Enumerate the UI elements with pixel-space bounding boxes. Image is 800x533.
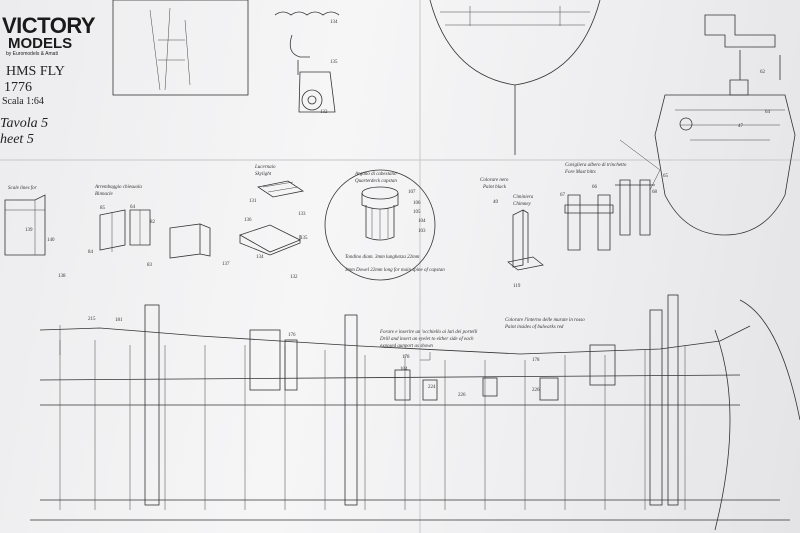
part-number: 226: [532, 388, 540, 393]
part-number: 139: [25, 228, 33, 233]
part-number: 40: [493, 200, 498, 205]
capstan-en-label: Quarterdeck capstan: [355, 179, 397, 184]
tondino-label: Tondino diam. 3mm lunghezza 22mm: [345, 255, 420, 260]
ship-year: 1776: [4, 80, 32, 95]
part-number: 47: [738, 124, 743, 129]
dowel-label: 3mm Dowel 22mm long for main spine of ca…: [345, 268, 445, 273]
brand-byline: by Euromodels & Amati: [6, 51, 58, 57]
lucernaio-label: Lucernaio: [255, 165, 276, 170]
cavigliera-label: Cavigliera albero di trinchetto: [565, 163, 627, 168]
part-number: 134: [256, 255, 264, 260]
gunport-label: exposed gunport as shown: [380, 344, 433, 349]
part-number: 178: [402, 355, 410, 360]
arrembaggio-label: Arrembaggio chiesuola: [95, 185, 142, 190]
part-number: 215: [88, 317, 96, 322]
ciminiera-label: Ciminiera: [513, 195, 534, 200]
sheet-label: heet 5: [0, 132, 34, 147]
part-number: 65: [663, 174, 668, 179]
ship-name: HMS FLY: [6, 64, 65, 79]
part-number: 107: [408, 190, 416, 195]
paint-red-label: Paint insides of bulwarks red: [505, 325, 564, 330]
part-number: 132: [290, 275, 298, 280]
drill-label: Drill and insert an eyelet to either sid…: [380, 337, 474, 342]
part-number: 67: [560, 193, 565, 198]
part-number: 132: [320, 110, 328, 115]
part-number: 62: [760, 70, 765, 75]
forare-label: Forare e inserire un 'occhiello ai lati …: [380, 330, 478, 335]
part-number: 176: [288, 333, 296, 338]
part-number: 136: [244, 218, 252, 223]
part-number: 105: [413, 210, 421, 215]
binnacle-label: Binnacle: [95, 192, 113, 197]
part-number: 84: [88, 250, 93, 255]
part-number: 83: [147, 263, 152, 268]
part-number: 181: [115, 318, 123, 323]
part-number: 82: [150, 220, 155, 225]
scale-note-label: Scale lines for: [8, 186, 37, 191]
capstan-it-label: Argano di cabestano: [355, 172, 397, 177]
part-number: 103: [418, 229, 426, 234]
tavola-label: Tavola 5: [0, 116, 49, 131]
part-number: 64: [765, 110, 770, 115]
fore-mast-bitts-label: Fore Mast bitts: [565, 170, 596, 175]
part-number: 106: [413, 201, 421, 206]
part-number: 134: [330, 20, 338, 25]
colorare-rosso-label: Colorare l'interno delle murate in rosso: [505, 318, 585, 323]
brand-subtitle: MODELS: [8, 35, 73, 52]
part-number: 68: [652, 190, 657, 195]
part-number: 133: [298, 212, 306, 217]
skylight-label: Skylight: [255, 172, 272, 177]
part-number: 135: [330, 60, 338, 65]
part-number: 138: [58, 274, 66, 279]
part-number: 119: [513, 284, 521, 289]
paint-black-label: Paint black: [483, 185, 506, 190]
part-number: 178: [532, 358, 540, 363]
brand-name: VICTORY: [2, 13, 96, 38]
colorare-nero-label: Colorare nero: [480, 178, 509, 183]
part-number: 226: [458, 393, 466, 398]
part-number: 140: [47, 238, 55, 243]
part-number: 104: [400, 367, 408, 372]
chimney-label: Chimney: [513, 202, 531, 207]
part-number: 137: [222, 262, 230, 267]
part-number: 85: [100, 206, 105, 211]
part-number: 104: [418, 219, 426, 224]
part-number: 64: [130, 205, 135, 210]
part-number: 131: [249, 199, 257, 204]
scale-label: Scala 1:64: [2, 96, 44, 107]
part-number: 135: [300, 236, 308, 241]
part-number: 224: [428, 385, 436, 390]
part-number: 66: [592, 185, 597, 190]
